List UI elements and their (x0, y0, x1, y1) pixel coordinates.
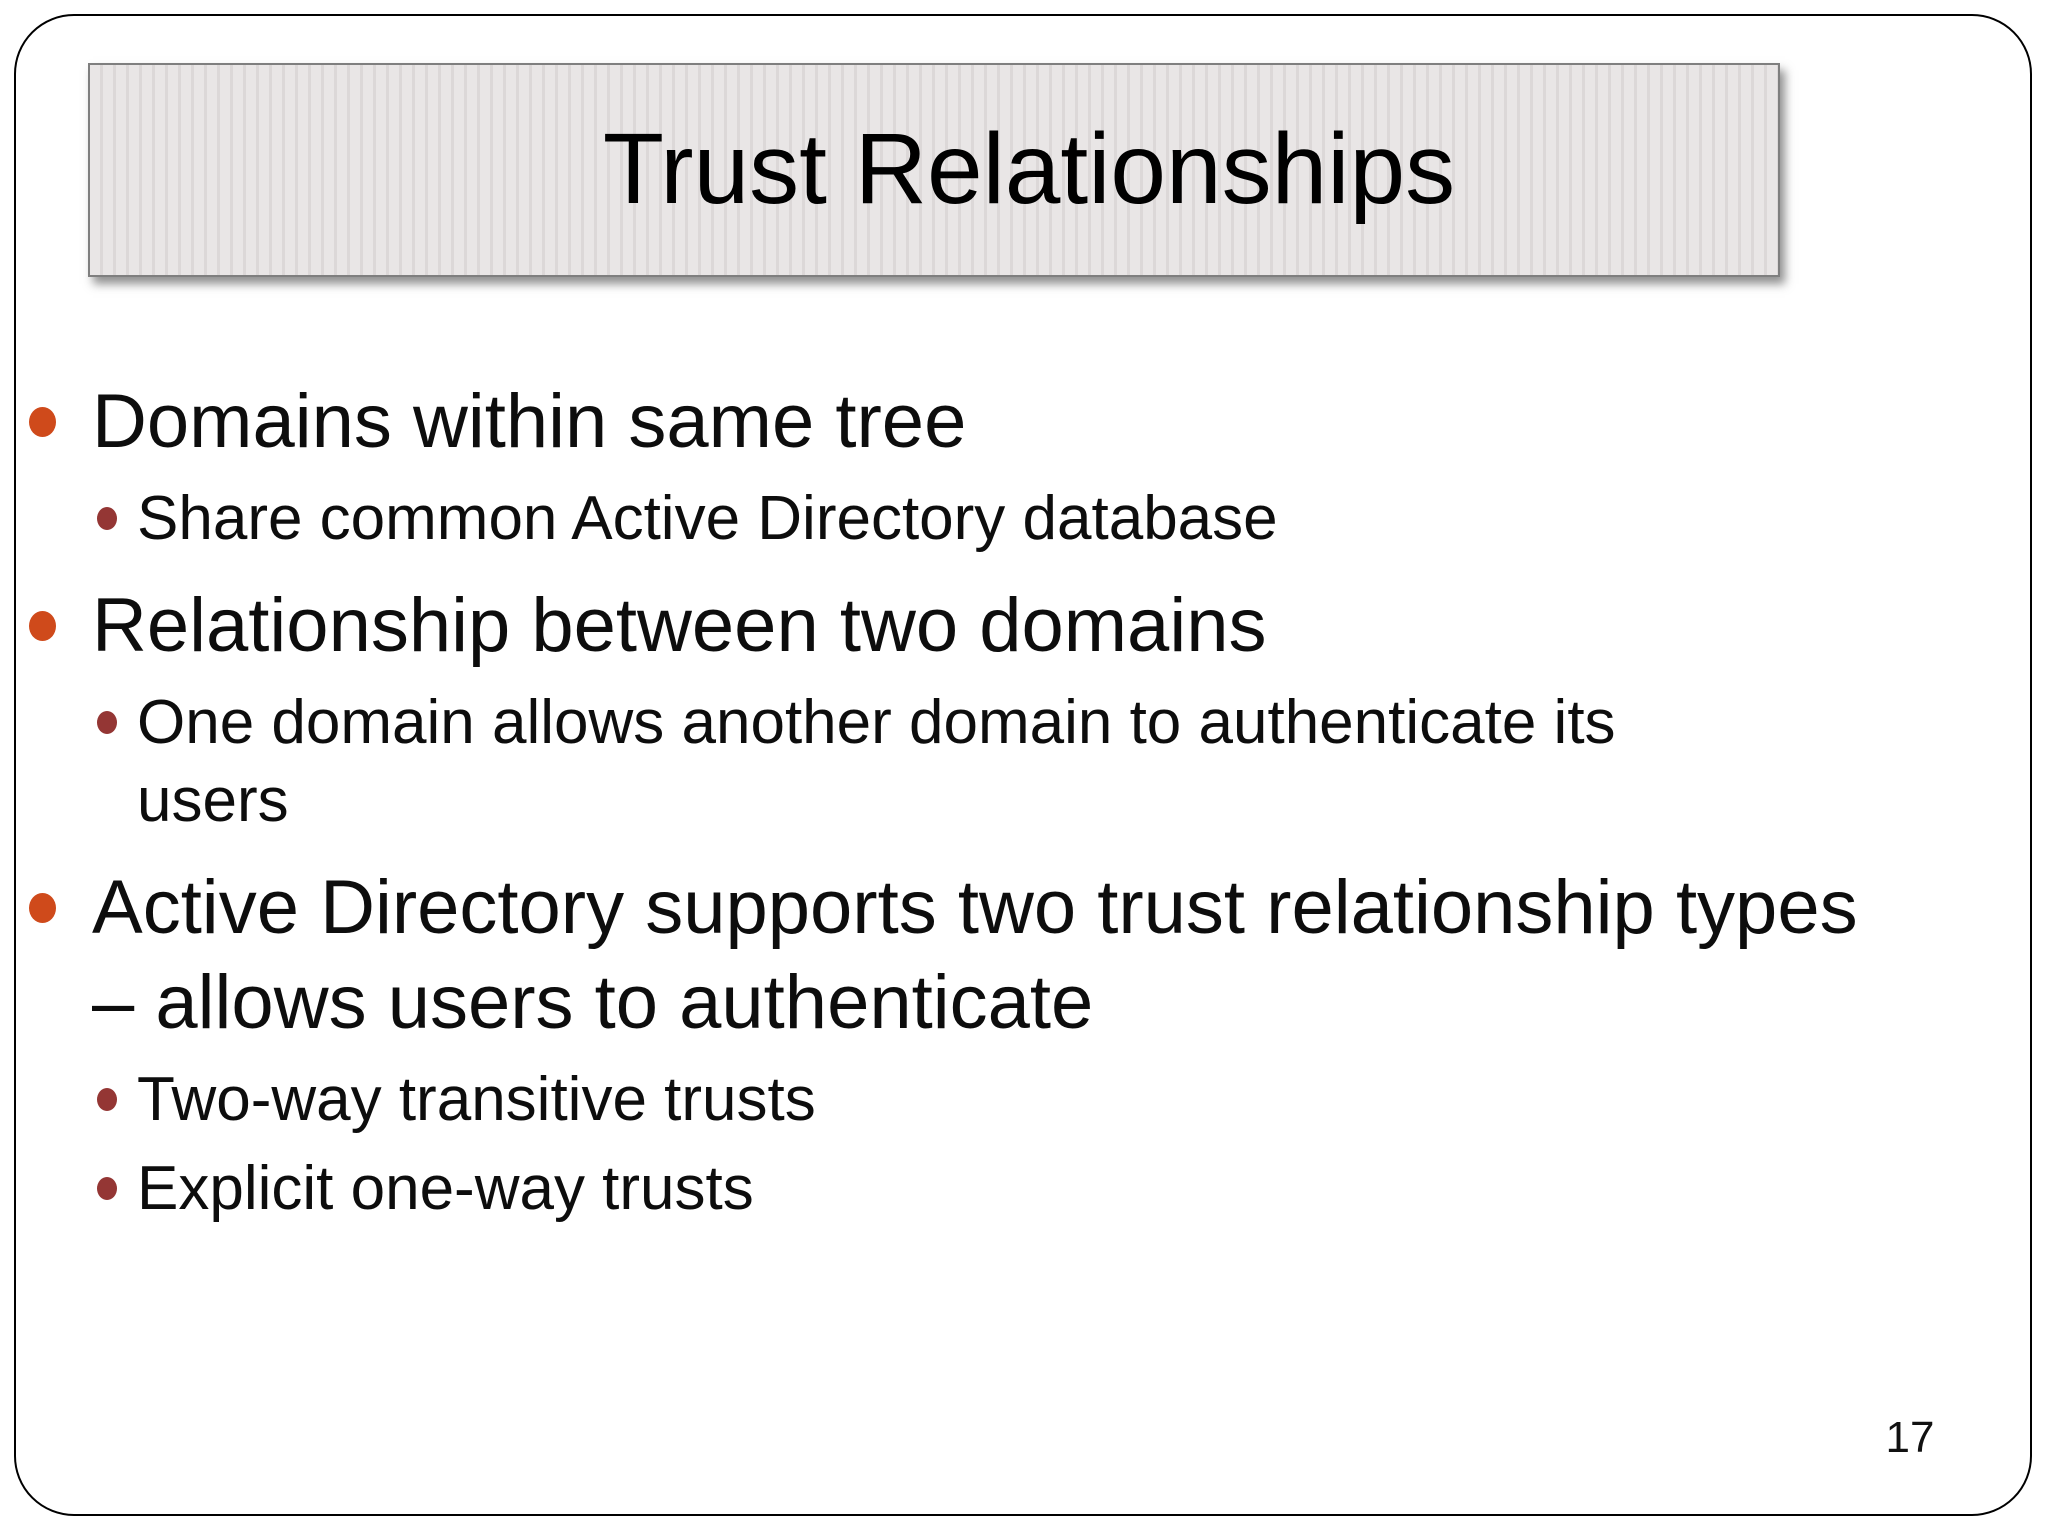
list-item-text: Share common Active Directory database (137, 484, 1278, 553)
list-item: Domains within same tree (0, 374, 2048, 469)
bullet-icon (29, 893, 56, 923)
page-number: 17 (1885, 1413, 1935, 1462)
slide-title: Trust Relationships (602, 113, 1456, 225)
bullet-icon (97, 711, 117, 734)
bullet-icon (29, 407, 56, 437)
slide-rounded-frame (14, 14, 2032, 1516)
list-item: Share common Active Directory database (0, 480, 2048, 558)
list-item-text: Two-way transitive trusts (137, 1065, 816, 1134)
list-item-text: One domain allows another domain to auth… (137, 688, 1616, 835)
bullet-icon (29, 611, 56, 641)
bullet-icon (97, 1177, 117, 1200)
list-item-text: Active Directory supports two trust rela… (92, 865, 1858, 1045)
bullet-list: Domains within same tree Share common Ac… (0, 374, 2048, 1228)
list-item-text: Relationship between two domains (92, 583, 1267, 668)
list-item: Relationship between two domains (0, 578, 2048, 673)
list-item: Two-way transitive trusts (0, 1061, 2048, 1139)
bullet-icon (97, 1088, 117, 1111)
bullet-icon (97, 507, 117, 530)
list-item: Explicit one-way trusts (0, 1150, 2048, 1228)
slide-title-bar: Trust Relationships (88, 63, 1780, 277)
list-item: Active Directory supports two trust rela… (0, 860, 2048, 1050)
list-item-text: Domains within same tree (92, 379, 967, 464)
list-item: One domain allows another domain to auth… (0, 684, 2048, 840)
list-item-text: Explicit one-way trusts (137, 1154, 754, 1223)
